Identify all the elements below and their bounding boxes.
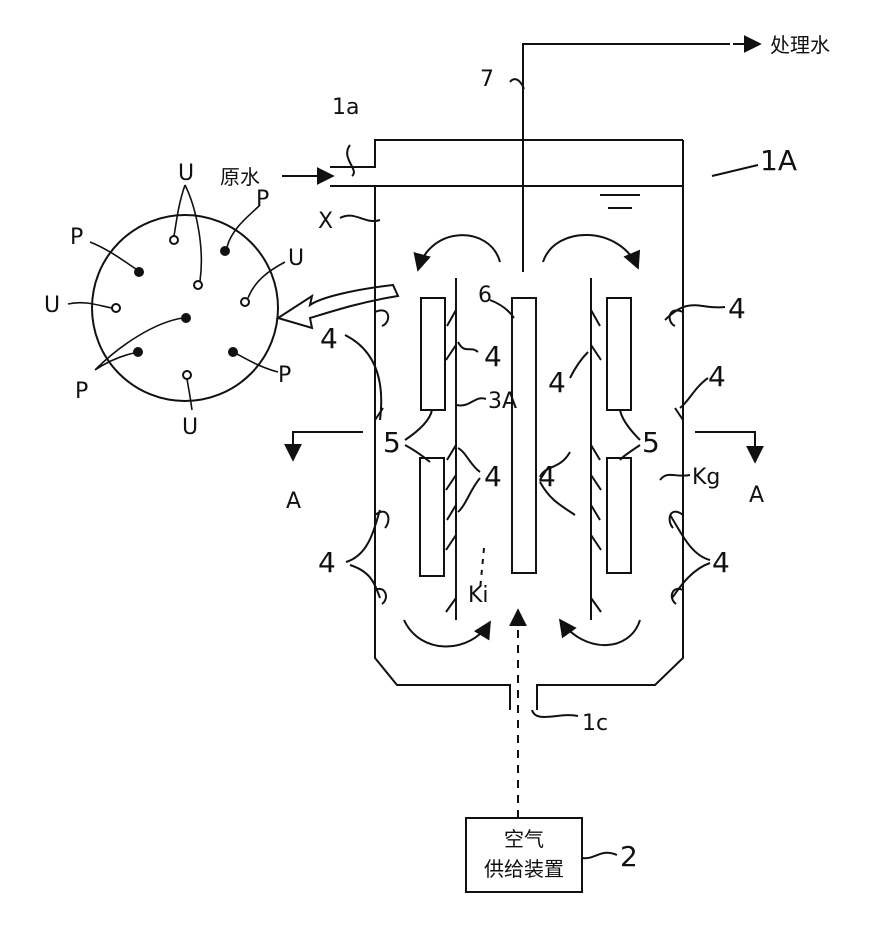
membrane-module-right-upper bbox=[606, 297, 632, 411]
label-Kg: Kg bbox=[692, 465, 720, 490]
section-line-right bbox=[695, 431, 764, 464]
leader-P-right bbox=[236, 353, 279, 373]
detail-circle bbox=[91, 214, 279, 402]
U-dot-4 bbox=[240, 297, 250, 307]
U-dot-1 bbox=[169, 235, 179, 245]
label-5-right: 5 bbox=[642, 426, 660, 459]
leader-U-right bbox=[247, 261, 286, 299]
membrane-module-left-lower bbox=[419, 457, 445, 577]
label-P-bottom: P bbox=[75, 379, 88, 404]
leader-U-bottom bbox=[186, 378, 193, 411]
fins-right bbox=[590, 309, 602, 613]
leader-4-bottom-left bbox=[345, 509, 381, 599]
label-A-right: A bbox=[749, 483, 764, 508]
leader-2 bbox=[581, 851, 618, 860]
label-P-top: P bbox=[256, 187, 269, 212]
central-cylinder-6 bbox=[511, 297, 537, 574]
label-4-center-left: 4 bbox=[484, 460, 502, 493]
label-3A: 3A bbox=[488, 389, 517, 414]
leader-4-mid-right bbox=[569, 351, 589, 379]
membrane-module-right-lower bbox=[606, 457, 632, 574]
label-4-bottom-left: 4 bbox=[318, 546, 336, 579]
P-dot-2 bbox=[220, 246, 230, 256]
label-1c: 1c bbox=[582, 711, 608, 736]
outlet-pipe-7 bbox=[522, 43, 730, 272]
detail-arrow bbox=[275, 283, 400, 330]
leader-7 bbox=[509, 78, 525, 90]
vessel-wall bbox=[374, 140, 684, 710]
label-1a: 1a bbox=[332, 95, 359, 120]
label-Ki: Ki bbox=[468, 583, 489, 608]
label-1A: 1A bbox=[760, 144, 797, 177]
label-5-left: 5 bbox=[383, 426, 401, 459]
air-supply-box bbox=[465, 817, 583, 893]
P-dot-1 bbox=[134, 267, 144, 277]
leader-4-top-right bbox=[664, 304, 726, 321]
label-4-bottom-right: 4 bbox=[712, 546, 730, 579]
air-supply-line1: 空气 bbox=[504, 827, 544, 851]
label-4-mid: 4 bbox=[484, 340, 502, 373]
U-dot-5 bbox=[182, 370, 192, 380]
ki-dash bbox=[479, 547, 485, 591]
label-X: X bbox=[318, 209, 333, 234]
U-dot-2 bbox=[193, 280, 203, 290]
wall-fins-right bbox=[668, 309, 684, 605]
label-4-center-right: 4 bbox=[538, 460, 556, 493]
leader-3A bbox=[456, 397, 487, 407]
wall-fins-left bbox=[374, 309, 390, 605]
label-6: 6 bbox=[478, 283, 492, 308]
air-supply-line2: 供给装置 bbox=[484, 857, 564, 881]
label-4-top-right: 4 bbox=[728, 292, 746, 325]
leader-1c bbox=[531, 709, 579, 718]
leader-1A bbox=[711, 164, 759, 177]
label-U-right: U bbox=[288, 246, 304, 271]
leader-4-mid-bottom bbox=[457, 447, 481, 513]
leader-6 bbox=[489, 299, 515, 319]
membrane-module-left-upper bbox=[420, 297, 446, 411]
section-line-left bbox=[284, 431, 363, 462]
label-4-left: 4 bbox=[320, 322, 338, 355]
label-treated-water: 处理水 bbox=[770, 33, 830, 57]
label-A-left: A bbox=[286, 489, 301, 514]
inlet-top bbox=[330, 139, 683, 168]
label-2: 2 bbox=[620, 840, 638, 873]
leader-4-left-top bbox=[344, 334, 383, 421]
label-4-mid-right: 4 bbox=[548, 366, 566, 399]
label-4-right: 4 bbox=[708, 360, 726, 393]
label-raw-water: 原水 bbox=[220, 165, 260, 189]
water-level-mark bbox=[600, 194, 640, 209]
leader-4-right bbox=[679, 377, 709, 409]
flow-arrow-bottom-right bbox=[558, 618, 641, 647]
label-P-left: P bbox=[70, 225, 83, 250]
P-dot-4 bbox=[133, 347, 143, 357]
P-dot-5 bbox=[228, 347, 238, 357]
leader-5-left bbox=[404, 409, 433, 463]
label-P-right: P bbox=[278, 363, 291, 388]
leader-1a bbox=[346, 144, 355, 177]
leader-5-right bbox=[619, 409, 641, 461]
leader-U-top bbox=[173, 184, 203, 282]
flow-arrow-top-right bbox=[542, 234, 641, 270]
label-U-bottom: U bbox=[182, 415, 198, 440]
leader-P-top bbox=[226, 204, 261, 248]
leader-P-left bbox=[89, 241, 137, 270]
leader-4-mid-left bbox=[457, 341, 576, 516]
flow-arrow-top-left bbox=[413, 234, 501, 272]
leader-U-left bbox=[67, 301, 113, 309]
flow-arrow-bottom-left bbox=[403, 619, 491, 648]
label-7: 7 bbox=[480, 67, 494, 92]
P-dot-3 bbox=[181, 313, 191, 323]
leader-P-bottom bbox=[94, 317, 184, 371]
label-U-top: U bbox=[178, 161, 194, 186]
leader-Kg bbox=[659, 473, 691, 481]
label-U-left: U bbox=[44, 293, 60, 318]
leader-X bbox=[339, 214, 381, 223]
fins-left bbox=[445, 309, 457, 613]
U-dot-3 bbox=[111, 303, 121, 313]
leader-4-bottom-right bbox=[669, 514, 711, 599]
